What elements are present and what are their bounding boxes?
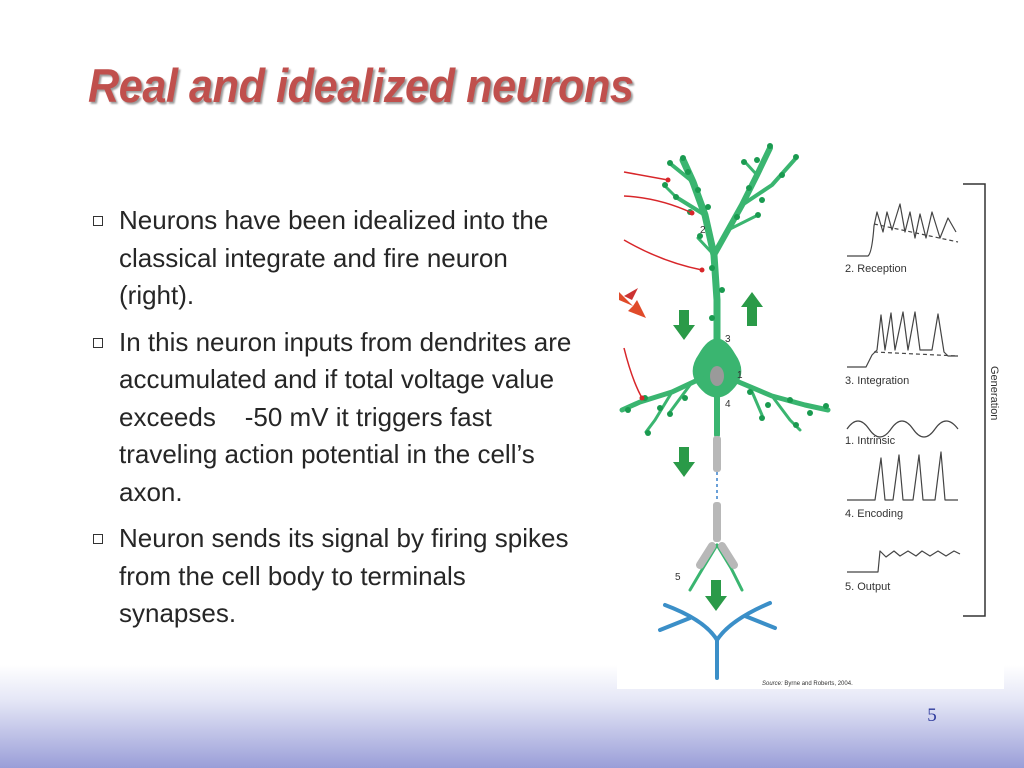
bullet-text: Neurons have been idealized into the cla… bbox=[119, 205, 549, 310]
neuron-figure: 2 3 1 4 5 2. Reception 3. Integration 1.… bbox=[617, 135, 1004, 689]
source-caption: Source: Byrne and Roberts, 2004. bbox=[762, 681, 853, 687]
region-label: 1 bbox=[737, 370, 743, 381]
bullet-list: Neurons have been idealized into the cla… bbox=[90, 202, 590, 642]
square-bullet-icon bbox=[93, 534, 103, 544]
bullet-item: Neuron sends its signal by firing spikes… bbox=[90, 520, 590, 633]
square-bullet-icon bbox=[93, 337, 103, 348]
region-label: 5 bbox=[675, 572, 681, 583]
trace-label: 3. Integration bbox=[845, 375, 909, 387]
bullet-text: In this neuron inputs from dendrites are… bbox=[119, 326, 579, 507]
intrinsic-trace bbox=[846, 420, 959, 438]
slide-title: Real and idealized neurons bbox=[88, 59, 634, 112]
region-label: 2 bbox=[700, 225, 706, 236]
source-label: Source: bbox=[762, 681, 783, 687]
integration-resting-line bbox=[873, 351, 959, 357]
generation-bracket bbox=[963, 183, 986, 617]
down-arrow-icon bbox=[673, 447, 695, 477]
synapse-dots bbox=[625, 143, 829, 436]
region-labels: 2 3 1 4 5 bbox=[675, 225, 743, 583]
trace-label: 4. Encoding bbox=[845, 508, 903, 520]
bullet-text: Neuron sends its signal by firing spikes… bbox=[119, 523, 569, 628]
reception-trace bbox=[847, 203, 957, 257]
red-arrow-icon bbox=[619, 288, 646, 318]
square-bullet-icon bbox=[93, 216, 103, 226]
trace-labels: 2. Reception 3. Integration 1. Intrinsic… bbox=[845, 263, 909, 593]
down-arrow-icon bbox=[673, 310, 695, 340]
trace-label: 5. Output bbox=[845, 581, 890, 593]
axon-segments bbox=[696, 436, 738, 569]
reception-resting-line bbox=[873, 223, 959, 243]
region-label: 4 bbox=[725, 399, 731, 410]
encoding-trace bbox=[847, 451, 958, 501]
down-arrow-icon bbox=[705, 580, 727, 611]
axon-terminals bbox=[658, 601, 777, 680]
input-axon-terminals bbox=[639, 177, 705, 401]
output-trace bbox=[847, 550, 961, 573]
bullet-item: Neurons have been idealized into the cla… bbox=[90, 202, 590, 315]
voltage-traces bbox=[846, 203, 961, 573]
nucleus bbox=[710, 366, 724, 386]
source-text: Byrne and Roberts, 2004. bbox=[783, 681, 853, 687]
trace-label: 2. Reception bbox=[845, 263, 907, 275]
trace-label: 1. Intrinsic bbox=[845, 435, 896, 447]
up-arrow-icon bbox=[741, 292, 763, 326]
bullet-item: In this neuron inputs from dendrites are… bbox=[90, 324, 590, 512]
region-label: 3 bbox=[725, 334, 731, 345]
input-axons bbox=[623, 171, 703, 399]
page-number: 5 bbox=[927, 705, 937, 726]
generation-label: Generation bbox=[988, 366, 1000, 420]
